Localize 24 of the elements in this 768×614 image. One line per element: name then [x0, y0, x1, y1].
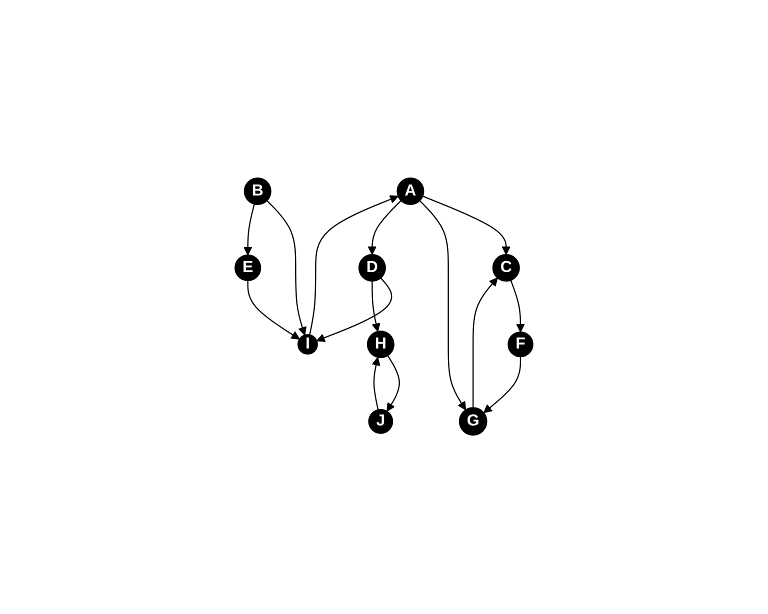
node-circle: G — [458, 408, 488, 436]
arrow — [422, 196, 511, 256]
arrow — [266, 200, 307, 336]
arrow — [472, 278, 498, 408]
node-circle: H — [366, 331, 395, 359]
arrow — [386, 356, 400, 412]
arrow — [483, 357, 522, 414]
arrow — [372, 282, 380, 332]
arrow — [419, 200, 466, 411]
node-circle: F — [508, 332, 534, 358]
arrow — [244, 204, 255, 256]
node-circle: C — [492, 254, 520, 282]
arrow — [368, 200, 402, 256]
node-circle: B — [244, 178, 272, 206]
node-circle: E — [234, 254, 262, 282]
arrow — [247, 281, 300, 340]
node-circle: D — [358, 254, 386, 282]
node-circle: J — [368, 409, 394, 434]
arrow — [372, 357, 380, 410]
arrow — [309, 196, 399, 336]
arrow — [510, 280, 525, 333]
node-circle: A — [396, 178, 424, 206]
arrow — [316, 278, 392, 342]
node-circle: I — [298, 334, 318, 356]
